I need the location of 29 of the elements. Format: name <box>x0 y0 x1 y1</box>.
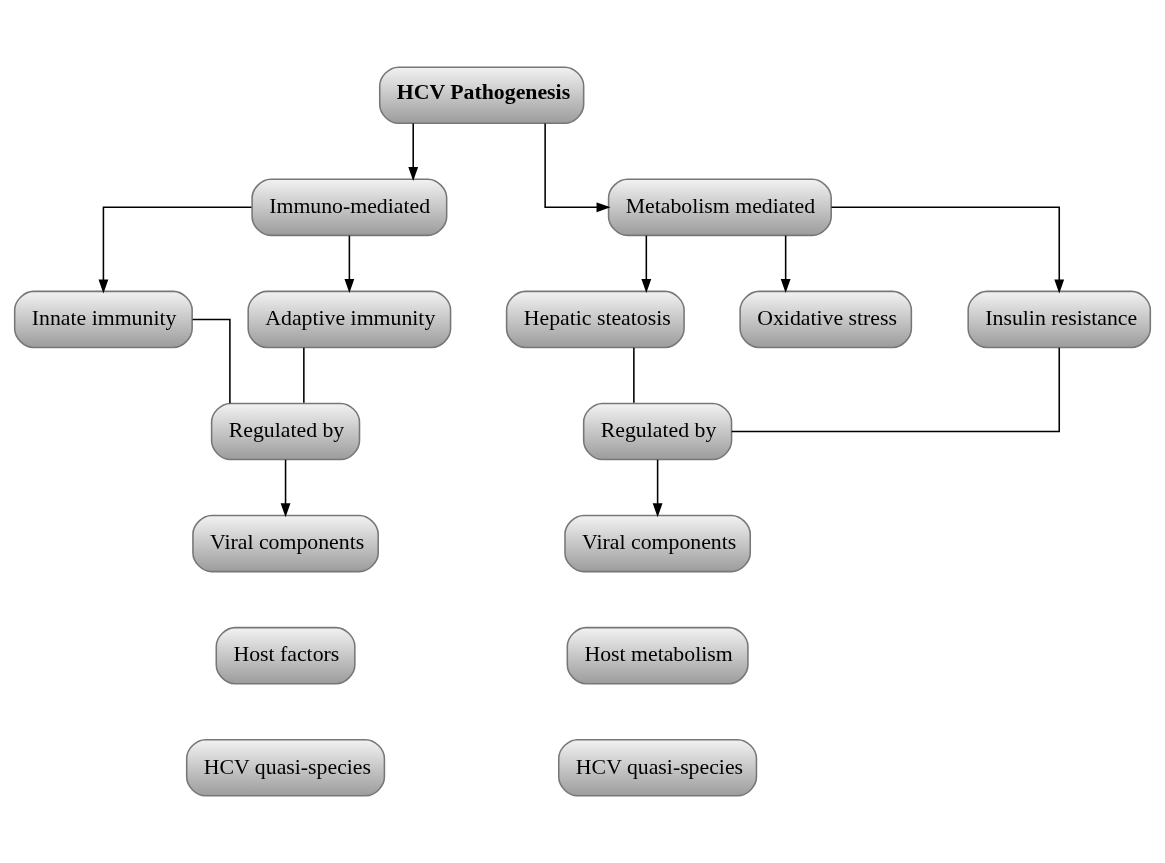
node-box: Host metabolism <box>566 626 749 685</box>
node-box: Viral components <box>192 514 379 573</box>
arrow <box>344 234 355 294</box>
node-box: HCV quasi-species <box>558 738 758 797</box>
node-box: Metabolism mediated <box>607 178 832 237</box>
arrow <box>780 234 791 294</box>
node-box: Insulin resistance <box>967 290 1152 349</box>
node-box: Regulated by <box>210 402 361 461</box>
node-box: Immuno-mediated <box>251 178 448 237</box>
arrow <box>98 206 253 294</box>
arrow <box>544 122 611 213</box>
connector <box>303 346 305 404</box>
node-box: Oxidative stress <box>739 290 913 349</box>
node-box: Regulated by <box>582 402 733 461</box>
arrow <box>408 122 419 182</box>
arrow <box>652 459 663 518</box>
node-box: Innate immunity <box>13 290 193 349</box>
arrow <box>641 234 652 294</box>
arrow <box>830 206 1065 294</box>
node-box: Host factors <box>215 626 356 685</box>
connector <box>633 346 635 404</box>
node-box: Viral components <box>564 514 751 573</box>
node-box: HCV quasi-species <box>185 738 386 797</box>
node-box: HCV Pathogenesis <box>378 66 585 125</box>
node-box: Adaptive immunity <box>247 290 452 349</box>
node-box: Hepatic steatosis <box>505 290 685 349</box>
connector <box>191 318 231 404</box>
arrow <box>280 459 291 518</box>
connector <box>730 346 1061 433</box>
